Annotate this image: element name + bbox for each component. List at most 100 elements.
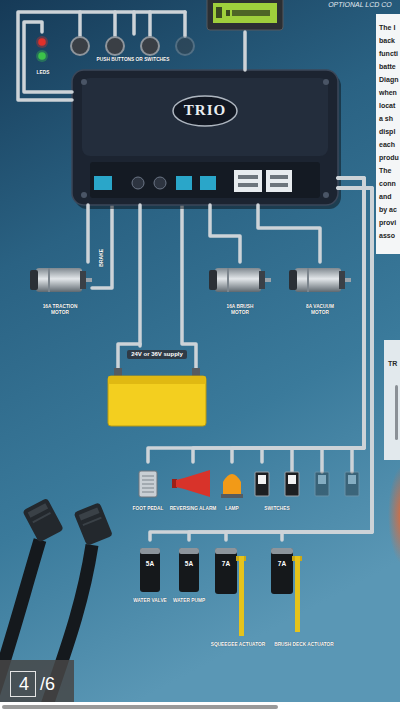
battery [108,376,206,426]
wire-connector [243,32,247,70]
reversing-alarm [172,470,210,497]
brush-motor [215,268,261,292]
wire-connector [138,205,142,346]
foot-pedal [142,476,154,492]
brush-deck-actuator [271,548,293,594]
background [388,465,400,565]
background [384,340,400,460]
component-node: TRIO [72,70,338,205]
led-indicators [38,38,46,46]
reversing-alarm [176,470,210,497]
controller-housing [81,192,87,198]
lcd-display [216,7,222,18]
led-indicators [36,50,48,62]
switch-icons [288,475,296,484]
brush-motor [209,268,271,292]
component-node: 7ABRUSH DECK ACTUATOR [272,540,336,652]
component-label: FOOT PEDAL [133,506,164,512]
controller-housing [94,176,112,190]
component-node: 8A VACUUM MOTOR [287,262,353,326]
brush-motor [227,268,229,292]
brush-motor [209,270,217,290]
decor-wires [350,448,354,472]
switch-icons [348,475,356,484]
switch-icons [258,475,266,484]
water-pump [179,548,199,554]
component-node: 5AWATER PUMP [171,540,207,608]
controller-housing [270,175,288,179]
component-label: LEDS [37,70,50,76]
component-label: 7A [278,560,286,567]
controller-housing [270,183,288,187]
switch-icons [255,472,269,496]
foot-pedal [139,471,157,497]
push-buttons [71,37,194,55]
controller-housing [238,175,258,179]
cable-connectors [22,498,64,543]
lamp [221,494,243,498]
wire-connector [24,22,72,92]
lcd-display [226,10,230,16]
controller-housing [176,176,192,190]
wire-connector [226,188,372,540]
decor-wires [113,12,117,36]
battery [108,368,206,426]
component-label: SQUEEGEE ACTUATOR [211,642,266,648]
lcd-display [232,10,270,16]
background [376,14,400,254]
cable-connectors [79,507,100,520]
controller-housing [154,177,166,189]
annotation-text: The I back functi batte Diagn when locat… [379,21,400,242]
component-label: 5A [146,560,154,567]
component-label: OPTIONAL LCD CO [328,1,392,9]
push-buttons [71,37,89,55]
cable-connectors [32,512,51,523]
decor-wires [92,205,112,288]
component-label: 5A [185,560,193,567]
squeegee-actuator [215,548,246,636]
led-indicators [36,36,48,62]
wire-connector [148,178,364,462]
traction-motor [30,268,92,292]
water-valve [140,548,160,592]
controller-housing [72,70,341,209]
component-node: LAMP [220,462,244,516]
cable-connectors [74,502,113,546]
decor-wires [80,12,352,472]
component-label: WATER VALVE [133,598,167,604]
component-node: LEDS [30,32,56,78]
decor-wires [78,12,82,36]
traction-motor [36,268,82,292]
component-label: REVERSING ALARM [170,506,217,512]
controller-housing [75,74,341,209]
controller-housing [81,79,87,85]
bottom-bar [0,702,400,711]
led-indicators [36,36,48,48]
switch-icons [315,472,329,496]
cable-connectors [22,498,64,543]
component-label: TRIO [184,103,226,118]
cable-connectors [74,502,113,546]
component-node: OPTIONAL LCD CO [205,0,395,32]
component-label: 24V or 36V supply [127,350,187,359]
decor-wires [182,205,196,370]
component-node: 16A TRACTION MOTOR [22,262,98,326]
annotation-text: BRAKE [99,249,105,267]
controller-housing [72,70,338,205]
vacuum-motor [295,268,341,292]
switch-icons [345,472,359,496]
controller-housing [323,79,329,85]
vacuum-motor [307,268,309,292]
component-node: 7ASQUEEGEE ACTUATOR [206,540,270,652]
component-node: SWITCHES [250,462,362,516]
switch-icons [318,475,326,484]
traction-motor [80,271,86,289]
brush-motor [259,271,265,289]
water-pump [179,548,199,592]
lcd-display [207,0,283,30]
wire-connector [189,188,372,540]
